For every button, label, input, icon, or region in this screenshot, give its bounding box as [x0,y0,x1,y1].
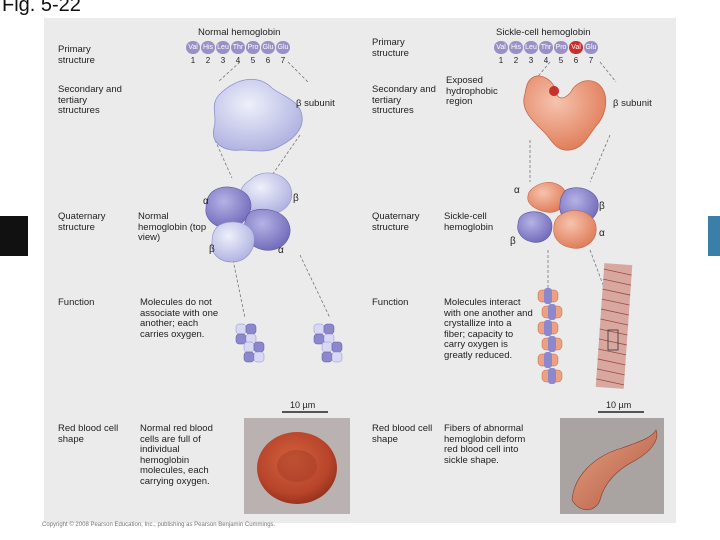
sickle-exposed-region-label: Exposed hydrophobic region [446,75,498,107]
normal-pos-6: 6 [265,56,271,65]
normal-position-numbers: 1 2 3 4 5 6 7 [186,56,290,65]
sickle-sequence: Val His Leu Thr Pro Val Glu [494,41,598,54]
right-edge-marker [708,216,720,256]
normal-function-molecules [235,323,343,363]
normal-sequence: Val His Leu Thr Pro Glu Glu [186,41,290,54]
left-edge-marker [0,216,28,256]
normal-pos-2: 2 [205,56,211,65]
normal-residue-6: Glu [261,41,275,54]
sickle-pos-6: 6 [573,56,579,65]
normal-beta-subunit-shape [212,79,303,152]
sickle-residue-1: Val [494,41,508,54]
sickle-primary-label: Primary structure [372,37,409,59]
sickle-position-numbers: 1 2 3 4 5 6 7 [494,56,598,65]
sickle-secondary-label: Secondary and tertiary structures [372,84,436,116]
normal-beta-2: β [209,244,215,255]
normal-rbc-cell [257,432,337,504]
normal-residue-5: Pro [246,41,260,54]
sickle-hydrophobic-patch [549,86,560,96]
normal-beta-subunit-label: β subunit [296,98,335,109]
normal-pos-7: 7 [280,56,286,65]
normal-quaternary-label: Quaternary structure [58,211,106,233]
normal-beta-1: β [293,193,299,204]
sickle-function-desc: Molecules interact with one another and … [444,297,533,361]
sickle-beta-1: β [599,201,605,212]
sickle-beta-subunit-shape [523,75,607,151]
normal-residue-2: His [201,41,215,54]
normal-scale-label: 10 µm [290,400,316,410]
sickle-residue-4: Thr [539,41,553,54]
sickle-function-label: Function [372,297,409,308]
copyright-notice: Copyright © 2008 Pearson Education, Inc.… [42,522,276,528]
sickle-quaternary-desc: Sickle-cell hemoglobin [444,211,494,233]
normal-residue-7: Glu [276,41,290,54]
sickle-pos-5: 5 [558,56,564,65]
normal-residue-3: Leu [216,41,230,54]
sickle-fiber-chain [537,288,563,384]
normal-secondary-label: Secondary and tertiary structures [58,84,122,116]
sickle-beta-2: β [510,236,516,247]
sickle-quaternary-structure [517,182,599,249]
normal-header: Normal hemoglobin [198,27,281,38]
sickle-pos-2: 2 [513,56,519,65]
sickle-rbc-cell [571,429,658,511]
normal-alpha-2: α [278,245,284,256]
sickle-pos-3: 3 [528,56,534,65]
sickle-residue-7: Glu [584,41,598,54]
sickle-pos-1: 1 [498,56,504,65]
normal-pos-3: 3 [220,56,226,65]
sickle-alpha-1: α [514,185,520,196]
figure-title: Fig. 5-22 [2,0,81,16]
normal-quaternary-desc: Normal hemoglobin (top view) [138,211,207,243]
sickle-header: Sickle-cell hemoglobin [496,27,591,38]
normal-function-desc: Molecules do not associate with one anot… [140,297,219,340]
normal-connector-lines [214,61,331,319]
sickle-pos-7: 7 [588,56,594,65]
sickle-residue-2: His [509,41,523,54]
sickle-quaternary-label: Quaternary structure [372,211,420,233]
normal-pos-1: 1 [190,56,196,65]
normal-rbc-desc: Normal red blood cells are full of indiv… [140,423,213,487]
sickle-rbc-label: Red blood cell shape [372,423,433,445]
sickle-residue-6-mutation: Val [569,41,583,54]
sickle-residue-3: Leu [524,41,538,54]
sickle-alpha-2: α [599,228,605,239]
normal-residue-1: Val [186,41,200,54]
sickle-scale-label: 10 µm [606,400,632,410]
fiber-micrograph [595,263,633,389]
normal-primary-label: Primary structure [58,44,95,66]
normal-pos-4: 4 [235,56,241,65]
sickle-rbc-desc: Fibers of abnormal hemoglobin deform red… [444,423,526,466]
sickle-residue-5: Pro [554,41,568,54]
normal-quaternary-structure [205,172,292,263]
normal-rbc-label: Red blood cell shape [58,423,119,445]
sickle-pos-4: 4 [543,56,549,65]
normal-residue-4: Thr [231,41,245,54]
normal-function-label: Function [58,297,95,308]
sickle-beta-subunit-label: β subunit [613,98,652,109]
normal-pos-5: 5 [250,56,256,65]
normal-alpha-1: α [203,196,209,207]
